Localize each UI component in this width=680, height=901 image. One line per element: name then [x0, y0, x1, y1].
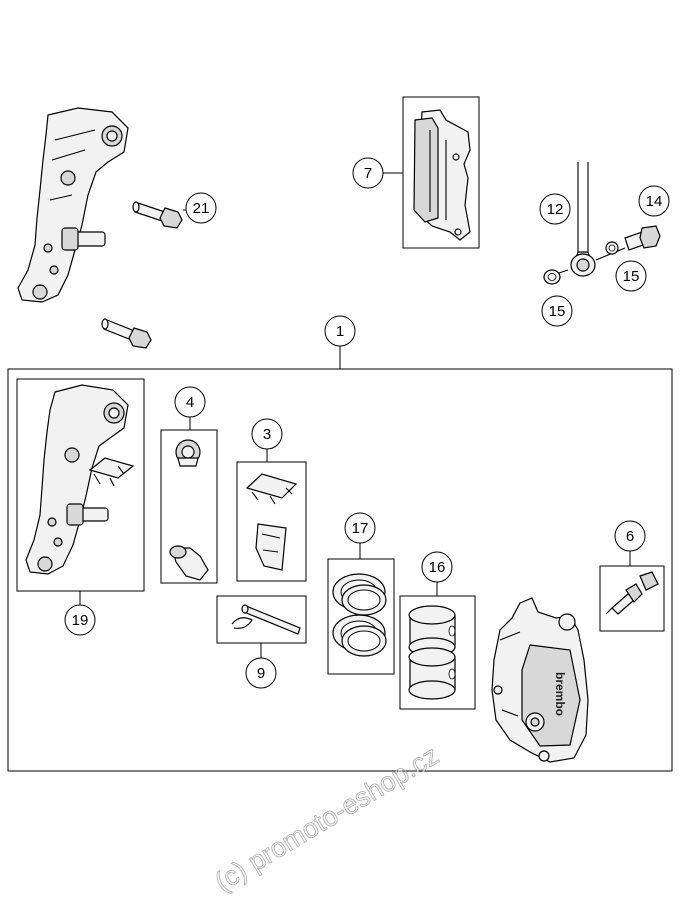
bleeder-valve-6: [605, 571, 659, 615]
callout-12[interactable]: 12: [539, 193, 571, 225]
callout-15-left[interactable]: 15: [541, 295, 573, 327]
callout-label: 21: [193, 200, 210, 217]
callout-16[interactable]: 16: [421, 551, 453, 583]
callout-label: 15: [549, 303, 566, 320]
bolt-21: [132, 201, 183, 229]
boot-4: [175, 439, 201, 467]
callout-21[interactable]: 21: [185, 192, 217, 224]
callout-label: 4: [186, 394, 194, 411]
bolt-lower: [101, 318, 152, 349]
callout-label: 14: [646, 193, 663, 210]
callout-label: 6: [626, 528, 634, 545]
callout-4[interactable]: 4: [174, 386, 206, 418]
guide-pin-4: [169, 545, 209, 581]
watermark: (c) promoto-eshop.cz: [210, 740, 444, 897]
sealing-washer-15-left: [543, 269, 561, 285]
caliper-body: brembo: [491, 597, 589, 763]
banjo-bolt-14: [624, 225, 661, 251]
callout-label: 7: [364, 165, 372, 182]
spring-box: [236, 461, 307, 582]
callout-label: 16: [429, 559, 446, 576]
callout-9[interactable]: 9: [245, 657, 277, 689]
callout-label: 19: [72, 612, 89, 629]
callout-17[interactable]: 17: [344, 512, 376, 544]
callout-19[interactable]: 19: [64, 604, 96, 636]
callout-6[interactable]: 6: [614, 520, 646, 552]
callout-7[interactable]: 7: [352, 157, 384, 189]
leader-lines: [79, 172, 631, 658]
piston-seals-17: [332, 573, 387, 657]
callout-label: 9: [257, 665, 265, 682]
callout-1[interactable]: 1: [324, 315, 356, 347]
callout-label: 17: [352, 520, 369, 537]
caliper-bracket-top: [17, 107, 129, 303]
pad-pin-9: [231, 604, 301, 635]
callout-14[interactable]: 14: [638, 185, 670, 217]
sleeve-box: [160, 429, 218, 584]
sealing-washer-15-right: [605, 241, 619, 255]
callout-3[interactable]: 3: [251, 418, 283, 450]
piston-seals-box: [327, 558, 395, 675]
bleeder-box: [599, 565, 665, 632]
callout-label: 15: [623, 268, 640, 285]
callout-label: 12: [547, 201, 564, 218]
pistons-16: [408, 605, 456, 700]
callout-label: 3: [263, 426, 271, 443]
brand-mark: brembo: [553, 672, 567, 716]
callout-label: 1: [336, 323, 344, 340]
brake-pads-7: [413, 109, 471, 241]
caliper-bracket-19: [25, 384, 135, 575]
callout-15-right[interactable]: 15: [615, 260, 647, 292]
pad-spring-3: [245, 473, 298, 571]
